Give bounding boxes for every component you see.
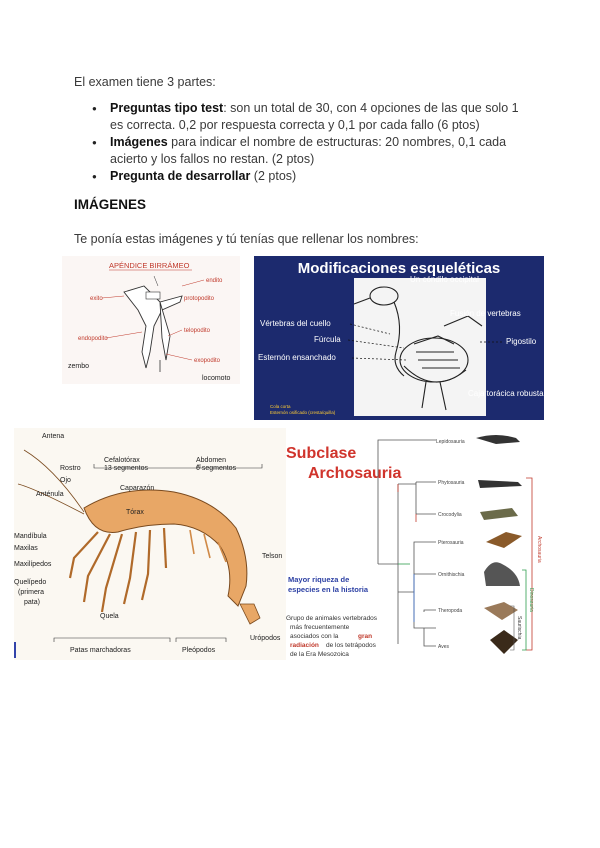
label-segments-6: 6 segmentos <box>196 465 237 472</box>
note-short-tail: Cola corta <box>270 404 291 409</box>
label-eye: Ojo <box>60 477 71 484</box>
label-antenna: Antena <box>42 433 64 440</box>
label-carapace: Caparazón <box>120 485 154 492</box>
note-line-3: asociados con la <box>290 633 339 640</box>
taxon-aves: Aves <box>438 644 450 650</box>
intro-text: El examen tiene 3 partes: <box>74 75 216 89</box>
side-label-dinosauria: Dinosauria <box>528 588 534 612</box>
label-maxillae: Maxilas <box>14 545 38 552</box>
label-telson: Telson <box>262 553 282 560</box>
bullet-bold: Pregunta de desarrollar <box>110 169 251 183</box>
bullet-bold: Preguntas tipo test <box>110 101 224 115</box>
label-neck-vertebrae: Vértebras del cuello <box>260 319 331 328</box>
phytosaur-icon <box>478 480 522 488</box>
label-bottom-right: locomoto <box>202 375 231 382</box>
note-sternum: Esternón osificado (cresta/quilla) <box>270 410 336 415</box>
note-line-4: de los tetrápodos <box>326 642 377 649</box>
label-vertebra-fusion: Fusión de vertebras <box>450 309 521 318</box>
bullet-text: : son un total de 30, con 4 opciones de … <box>110 101 519 132</box>
taxon-theropoda: Theropoda <box>438 608 462 614</box>
figure-archosauria-cladogram: Subclase Archosauria Lepidosauria Phytos… <box>286 432 542 664</box>
note-line-2: más frecuentemente <box>290 624 350 631</box>
label-occipital-condyle: Un cóndilo occipital <box>410 275 479 284</box>
lizard-icon <box>476 435 520 444</box>
label-maxillipeds: Maxilípedos <box>14 561 52 568</box>
figure-title: Modificaciones esqueléticas <box>298 260 501 277</box>
label-mandible: Mandíbula <box>14 533 47 540</box>
label-pygostyle: Pigostilo <box>506 337 537 346</box>
side-label-saurischia: Saurischia <box>516 616 522 640</box>
section-heading: IMÁGENES <box>74 197 147 212</box>
bullet-bold: Imágenes <box>110 135 168 149</box>
list-item: Pregunta de desarrollar (2 ptos) <box>92 168 532 185</box>
eagle-icon <box>490 630 518 654</box>
label-uropods: Urópodos <box>250 635 281 642</box>
figure-shrimp: Antena Rostro Ojo Anténula Cefalotórax 1… <box>14 428 286 660</box>
exam-parts-list: Preguntas tipo test: son un total de 30,… <box>92 100 532 185</box>
label-exito: exito <box>90 296 103 302</box>
pterosaur-icon <box>486 532 522 548</box>
label-telopodito: telopodito <box>184 328 211 334</box>
label-thorax: Tórax <box>126 509 144 516</box>
figure-bird-skeleton: Modificaciones esqueléticas Un cóndilo o… <box>254 256 544 420</box>
label-ribcage: Caja torácica robusta <box>468 389 544 398</box>
taxon-lepidosauria: Lepidosauria <box>436 439 465 445</box>
label-antennule: Anténula <box>36 491 64 498</box>
note-line-5: de la Era Mesozoica <box>290 651 349 658</box>
taxon-phytosauria: Phytosauria <box>438 480 465 486</box>
taxon-pterosauria: Pterosauria <box>438 540 464 546</box>
bullet-text: (2 ptos) <box>250 169 297 183</box>
section-text: Te ponía estas imágenes y tú tenías que … <box>74 232 419 246</box>
label-protopodito: protopodito <box>184 296 215 302</box>
bullet-text: para indicar el nombre de estructuras: 2… <box>110 135 507 166</box>
label-pleopods: Pleópodos <box>182 647 216 654</box>
label-cheliped: Quelípedo <box>14 579 46 586</box>
theropod-icon <box>484 602 518 620</box>
list-item: Imágenes para indicar el nombre de estru… <box>92 134 532 168</box>
label-segments-13: 13 segmentos <box>104 465 148 472</box>
figure-title: APÉNDICE BIRRÁMEO <box>109 261 190 270</box>
label-walking-legs: Patas marchadoras <box>70 647 131 654</box>
figure-title-line1: Subclase <box>286 445 356 462</box>
figure-biramous-appendage: APÉNDICE BIRRÁMEO endito exito protopodi… <box>62 256 240 384</box>
label-cheliped-line3: pata) <box>24 599 40 606</box>
label-bottom-left: zembo <box>68 363 89 370</box>
figure-title-line2: Archosauria <box>308 465 401 482</box>
list-item: Preguntas tipo test: son un total de 30,… <box>92 100 532 134</box>
sauropod-icon <box>484 562 520 586</box>
note-line-3-highlight: gran <box>358 633 372 640</box>
crocodile-icon <box>480 508 518 520</box>
taxon-crocodylia: Crocodylia <box>438 512 462 518</box>
note-line-1: Grupo de animales vertebrados <box>286 615 378 622</box>
label-rostrum: Rostro <box>60 465 81 472</box>
label-cephalothorax: Cefalotórax <box>104 457 140 464</box>
taxon-ornithischia: Ornithischia <box>438 572 465 578</box>
note-diversity-line2: especies en la historia <box>288 585 369 594</box>
label-sternum: Esternón ensanchado <box>258 353 336 362</box>
label-exopodito: exopodito <box>194 358 221 364</box>
side-label-archosauria: Archosauria <box>536 536 542 563</box>
label-cheliped-line2: (primera <box>18 589 44 596</box>
note-diversity-line1: Mayor riqueza de <box>288 575 349 584</box>
label-endopodito: endopodito <box>78 336 108 342</box>
label-endito: endito <box>206 278 223 284</box>
label-furcula: Fúrcula <box>314 335 341 344</box>
note-line-4-highlight: radiación <box>290 642 319 649</box>
label-chela: Quela <box>100 613 119 620</box>
label-abdomen: Abdomen <box>196 457 226 464</box>
